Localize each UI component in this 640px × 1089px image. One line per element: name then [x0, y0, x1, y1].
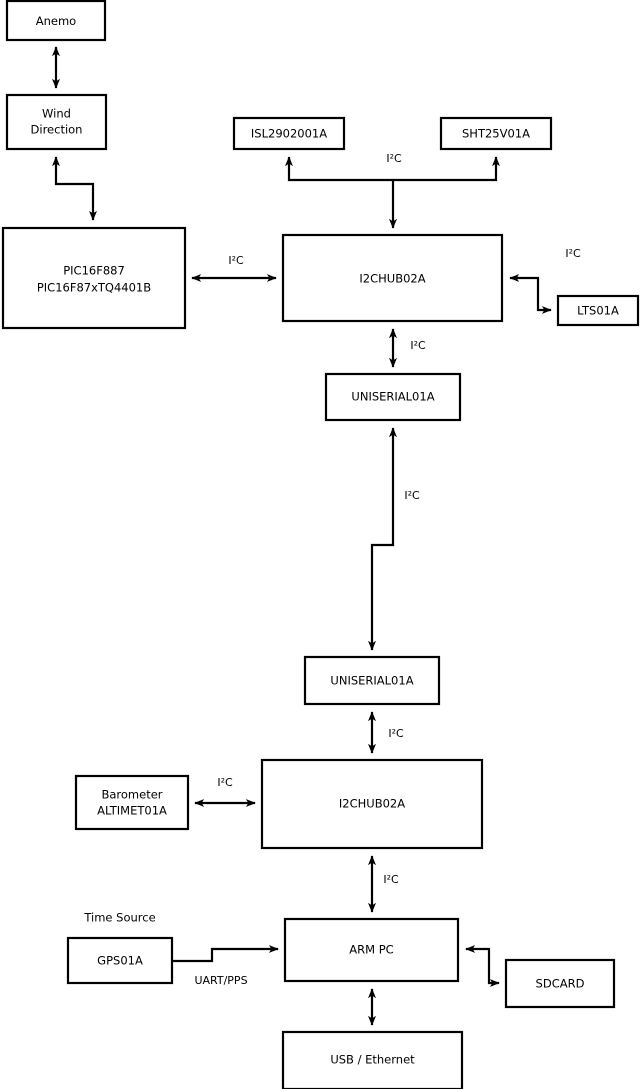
edge-armpc-sdcard	[465, 945, 500, 987]
edge-label-uniserial-i2chub2: I²C	[388, 727, 404, 740]
node-i2chub02a-bottom[interactable]: I2CHUB02A	[260, 758, 484, 850]
node-label-line1: PIC16F887	[63, 264, 125, 278]
node-uniserial01a-bottom[interactable]: UNISERIAL01A	[303, 655, 441, 706]
edge-label-i2chub2-armpc: I²C	[383, 873, 399, 886]
node-label: ISL2902001A	[251, 127, 327, 141]
node-label: GPS01A	[97, 954, 143, 968]
node-label: USB / Ethernet	[330, 1053, 415, 1067]
edge-label-i2chub-lts: I²C	[565, 247, 581, 260]
edge-barometer-i2chub-bottom: I²C	[194, 776, 256, 807]
node-label: ARM PC	[349, 943, 393, 957]
edge-label-gps-armpc: UART/PPS	[194, 974, 247, 987]
edge-line	[52, 156, 97, 221]
edge-line-sht	[393, 156, 500, 182]
node-usb-ethernet[interactable]: USB / Ethernet	[281, 1030, 464, 1089]
node-label: I2CHUB02A	[339, 797, 405, 811]
node-label-line2: Direction	[31, 123, 83, 137]
node-box	[232, 116, 346, 151]
edge-line	[368, 427, 397, 651]
edge-label-uniserial-link: I²C	[404, 489, 420, 502]
edge-line-isl	[285, 156, 397, 229]
edge-label-pic-i2chub: I²C	[228, 254, 244, 267]
node-label: SHT25V01A	[462, 127, 530, 141]
node-label: SDCARD	[536, 977, 585, 991]
node-label: UNISERIAL01A	[330, 674, 413, 688]
node-box	[1, 226, 187, 330]
node-uniserial01a-top[interactable]: UNISERIAL01A	[324, 372, 462, 422]
node-label: UNISERIAL01A	[351, 390, 434, 404]
edge-label-i2chub-sensors: I²C	[386, 152, 402, 165]
node-arm-pc[interactable]: ARM PC	[283, 917, 460, 983]
edge-uniserial-top-uniserial-bottom: I²C	[368, 427, 420, 651]
edge-pic-i2chub-top: I²C	[191, 254, 277, 282]
node-box	[281, 1030, 464, 1089]
node-label-line1: Barometer	[101, 788, 162, 802]
edge-line	[509, 274, 552, 314]
node-box	[260, 758, 484, 850]
node-box	[5, 0, 107, 42]
edge-i2chub-top-lts01a: I²C	[509, 247, 581, 314]
edge-label-barometer-i2chub2: I²C	[217, 776, 233, 789]
node-box	[5, 93, 108, 151]
node-barometer-altimet01a[interactable]: Barometer ALTIMET01A	[74, 774, 190, 831]
node-label-line1: Wind	[42, 107, 71, 121]
node-box	[283, 917, 460, 983]
node-i2chub02a-top[interactable]: I2CHUB02A	[281, 233, 504, 323]
node-box	[303, 655, 441, 706]
label-time-source: Time Source	[83, 911, 155, 925]
node-gps01a[interactable]: GPS01A	[66, 936, 174, 985]
node-label-line2: ALTIMET01A	[97, 804, 167, 818]
node-anemo[interactable]: Anemo	[5, 0, 107, 42]
edge-label-i2chub-uniserial: I²C	[410, 339, 426, 352]
node-isl2902001a[interactable]: ISL2902001A	[232, 116, 346, 151]
node-label: Anemo	[36, 14, 76, 28]
node-box	[556, 294, 640, 327]
node-label-line2: PIC16F87xTQ4401B	[37, 281, 151, 295]
edge-uniserial-bottom-i2chub-bottom: I²C	[368, 711, 404, 754]
edge-line	[465, 945, 500, 987]
node-label: I2CHUB02A	[359, 272, 425, 286]
node-label: LTS01A	[577, 304, 619, 318]
edge-pic-wind-direction	[52, 156, 97, 221]
edge-i2chub-bottom-armpc: I²C	[368, 855, 399, 913]
node-box	[281, 233, 504, 323]
node-sdcard[interactable]: SDCARD	[504, 958, 616, 1009]
node-box	[504, 958, 616, 1009]
node-box	[439, 116, 553, 151]
node-lts01a[interactable]: LTS01A	[556, 294, 640, 327]
node-box	[74, 774, 190, 831]
edge-i2chub-top-uniserial-top: I²C	[389, 328, 426, 368]
node-wind-direction[interactable]: Wind Direction	[5, 93, 108, 151]
node-pic-microcontroller[interactable]: PIC16F887 PIC16F87xTQ4401B	[1, 226, 187, 330]
node-sht25v01a[interactable]: SHT25V01A	[439, 116, 553, 151]
edge-line	[172, 945, 279, 963]
node-box	[324, 372, 462, 422]
edge-i2chub-top-sensors: I²C	[285, 152, 500, 229]
edge-gps-armpc: UART/PPS	[172, 945, 279, 987]
node-box	[66, 936, 174, 985]
